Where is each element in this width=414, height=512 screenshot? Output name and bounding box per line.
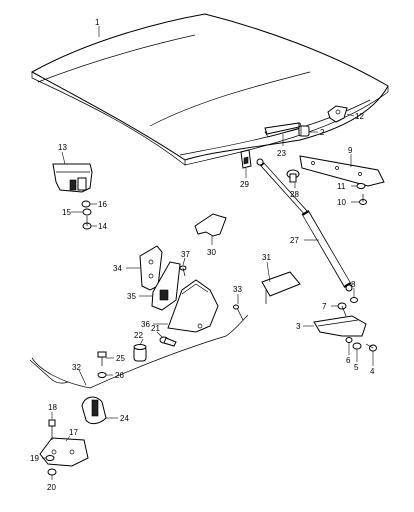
- callout-12: 12: [355, 112, 364, 121]
- hood-panel: [30, 13, 389, 166]
- hinge-nut: [350, 297, 358, 303]
- washer: [356, 183, 366, 189]
- callout-5: 5: [354, 363, 359, 372]
- callout-33: 33: [233, 285, 242, 294]
- washer-26: [97, 372, 107, 378]
- callout-16: 16: [98, 200, 107, 209]
- callout-4: 4: [370, 367, 375, 376]
- callout-10: 10: [337, 198, 346, 207]
- callout-21: 21: [151, 324, 160, 333]
- callout-18: 18: [48, 403, 57, 412]
- callout-17: 17: [69, 428, 78, 437]
- clip-nut: [240, 149, 252, 169]
- callout-19: 19: [30, 454, 39, 463]
- callout-15: 15: [62, 208, 71, 217]
- screw: [359, 194, 367, 205]
- callout-7: 7: [322, 302, 327, 311]
- callout-28: 28: [290, 190, 299, 199]
- base-screw: [48, 419, 56, 440]
- base-nut: [47, 468, 57, 476]
- bracket: [194, 213, 227, 237]
- cable-bracket: [261, 271, 301, 304]
- pin: [179, 265, 187, 277]
- small-screw: [233, 304, 244, 321]
- rubber-buffer: [298, 125, 310, 137]
- hinge-plate: [299, 155, 385, 187]
- callout-26: 26: [115, 371, 124, 380]
- lock-mechanism: [151, 261, 181, 311]
- callout-6: 6: [346, 356, 351, 365]
- hinge-washer: [352, 342, 362, 350]
- callout-37: 37: [181, 250, 190, 259]
- hinge-bushing: [345, 337, 353, 343]
- gas-strut: [256, 158, 353, 292]
- callout-34: 34: [113, 264, 122, 273]
- callout-22: 22: [134, 331, 143, 340]
- callout-11: 11: [337, 182, 346, 191]
- callout-27: 27: [290, 236, 299, 245]
- bolt-25: [97, 351, 107, 366]
- callout-20: 20: [47, 483, 56, 492]
- release-cable: [29, 314, 249, 389]
- lock-cover: [167, 279, 219, 333]
- callout-23: 23: [277, 149, 286, 158]
- callout-14: 14: [98, 222, 107, 231]
- callout-36: 36: [141, 320, 150, 329]
- hood-stop-clip: [327, 105, 348, 123]
- base-washer: [45, 455, 55, 461]
- callout-35: 35: [127, 292, 136, 301]
- callout-24: 24: [120, 414, 129, 423]
- latch-washer: [82, 208, 92, 216]
- callout-8: 8: [351, 280, 356, 289]
- hinge-screw: [337, 302, 347, 317]
- hinge-arm: [313, 315, 367, 337]
- callout-30: 30: [207, 248, 216, 257]
- callout-1: 1: [95, 18, 100, 27]
- bolt-21: [159, 336, 177, 347]
- bushing: [133, 344, 147, 362]
- release-handle: [81, 396, 107, 425]
- ball-stud: [286, 169, 300, 183]
- callout-9: 9: [348, 146, 353, 155]
- callout-25: 25: [116, 354, 125, 363]
- callout-29: 29: [240, 180, 249, 189]
- callout-3: 3: [296, 322, 301, 331]
- callout-labels: 1 2 3 4 5 6 7 8 9 10 11 12 13 14 15 16 1…: [30, 18, 375, 492]
- latch-bolt: [82, 216, 92, 230]
- lock-base: [39, 437, 89, 467]
- seal-strip: [264, 122, 300, 135]
- hood-latch: [52, 163, 93, 193]
- callout-32: 32: [72, 363, 81, 372]
- callout-31: 31: [262, 253, 271, 262]
- latch-screw: [81, 200, 91, 208]
- callout-13: 13: [58, 143, 67, 152]
- callout-2: 2: [320, 128, 325, 137]
- hinge-bolt: [365, 343, 377, 352]
